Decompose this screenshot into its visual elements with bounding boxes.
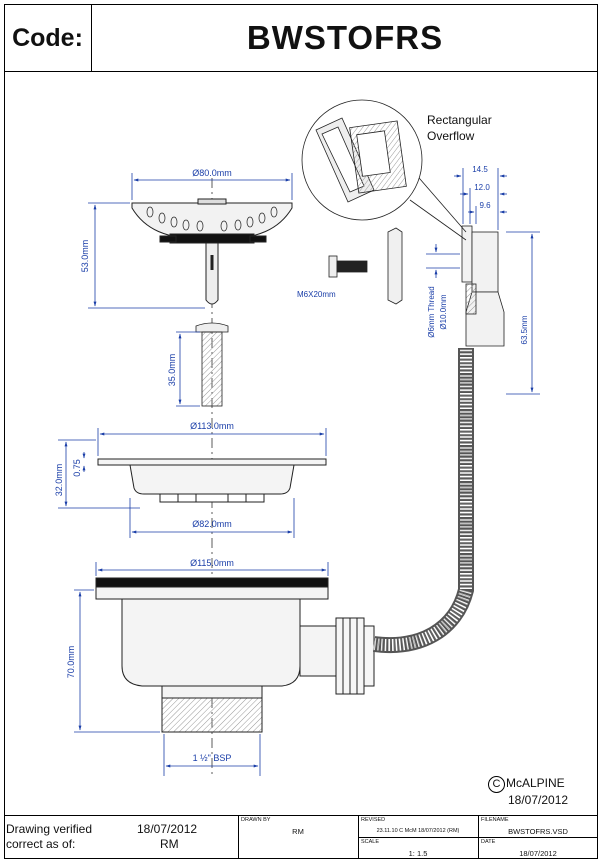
dim-strainer-dia-label: Ø80.0mm	[192, 168, 232, 178]
overflow-fitting	[461, 225, 505, 347]
copyright-brand: McALPINE	[506, 776, 565, 790]
drawn-by: RM	[292, 827, 304, 836]
dim-basket-dia-label: Ø82.0mm	[192, 519, 232, 529]
dim-strainer-height	[88, 202, 205, 309]
bolt-label: M6X20mm	[297, 290, 336, 299]
dim-screw-length-label: 35.0mm	[167, 354, 177, 387]
dim-basket-height	[58, 439, 140, 509]
dim-ov-thread-label: Ø6mm Thread	[427, 286, 436, 337]
dim-body-flange-dia-label: Ø115.0mm	[190, 558, 234, 568]
dim-ov-height-label: 63.5mm	[520, 315, 529, 344]
m6-bolt	[328, 255, 368, 278]
strainer-plug	[131, 198, 293, 305]
dim-flange-thickness-label: 0.75	[72, 459, 82, 477]
dim-strainer-height-label: 53.0mm	[80, 240, 90, 273]
verified-label-2: correct as of:	[6, 837, 76, 851]
drawn-by-label: DRAWN BY	[241, 817, 271, 823]
dim-ov-w1-label: 14.5	[472, 165, 488, 174]
scale-label: SCALE	[361, 839, 380, 845]
overflow-callout	[301, 99, 467, 241]
filename-label: FILENAME	[481, 817, 509, 823]
footer-hline	[358, 837, 598, 838]
footer-divider-1	[238, 815, 239, 859]
verified-by: RM	[160, 837, 179, 851]
waste-basket	[97, 458, 327, 503]
product-code: BWSTOFRS	[246, 19, 444, 56]
scale: 1: 1.5	[408, 849, 428, 858]
connecting-screw	[195, 322, 229, 407]
overflow-washer	[387, 227, 403, 305]
title-block	[4, 4, 598, 72]
dim-ov-w2-label: 12.0	[474, 183, 490, 192]
dim-overflow	[426, 168, 540, 395]
filename: BWSTOFRS.VSD	[508, 827, 568, 836]
dim-screw-length	[176, 331, 200, 407]
copyright-date: 18/07/2012	[508, 793, 569, 807]
dim-basket-dia	[129, 498, 295, 538]
flexible-hose	[372, 348, 474, 653]
dim-ov-w3-label: 9.6	[479, 201, 491, 210]
revised: 23.11.10 C McM 18/07/2012 (RM)	[376, 828, 460, 834]
dim-thread	[163, 734, 261, 776]
dim-body-flange-dia	[95, 562, 329, 576]
code-label: Code:	[4, 4, 92, 72]
footer	[4, 815, 598, 859]
verified-label-1: Drawing verified	[6, 822, 93, 836]
copyright-icon: C	[488, 776, 505, 793]
date: 18/07/2012	[519, 849, 557, 858]
waste-body	[95, 577, 337, 733]
revised-label: REVISED	[361, 817, 386, 823]
dim-ov-dia-label: Ø10.0mm	[439, 294, 448, 329]
dim-body-height	[74, 589, 160, 733]
verified-date: 18/07/2012	[137, 822, 198, 836]
dim-strainer-dia	[131, 173, 293, 200]
strainer-holes	[146, 206, 278, 232]
dim-basket-height-label: 32.0mm	[54, 464, 64, 497]
date-label: DATE	[481, 839, 496, 845]
callout-line-1: Rectangular	[427, 113, 492, 127]
callout-line-2: Overflow	[427, 129, 475, 143]
dim-flange-dia-label: Ø113.0mm	[190, 421, 234, 431]
dim-flange-dia	[97, 428, 327, 456]
dim-thread-label: 1 ½" BSP	[193, 753, 232, 763]
dim-body-height-label: 70.0mm	[66, 646, 76, 679]
union-nut	[335, 617, 375, 695]
